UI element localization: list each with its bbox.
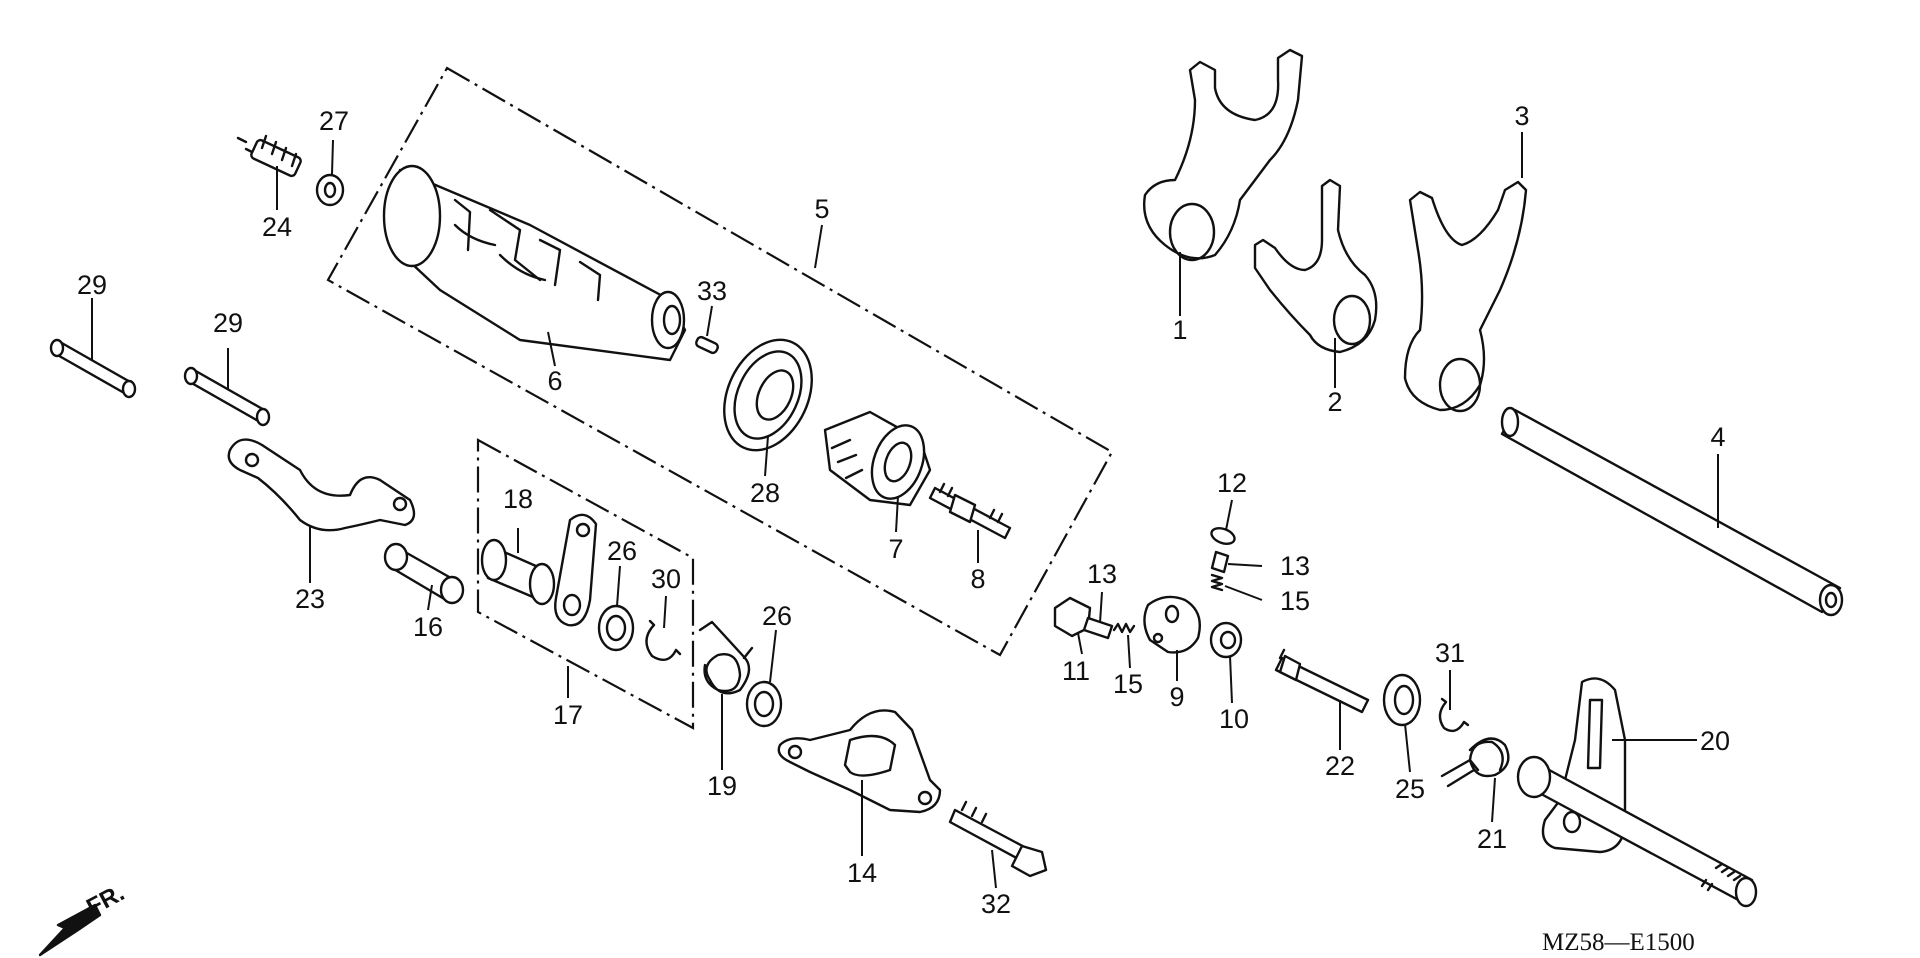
callout-17: 17 <box>553 700 583 730</box>
callout-4: 4 <box>1710 422 1725 452</box>
assembly-box-shift-drum <box>326 66 1114 657</box>
callout-30: 30 <box>651 564 681 594</box>
shift-fork-3-part <box>1403 180 1528 412</box>
callout-11: 11 <box>1062 656 1090 686</box>
fork-shaft-4-part <box>1500 406 1844 617</box>
callout-10: 10 <box>1219 704 1249 734</box>
callout-31: 31 <box>1435 638 1465 668</box>
callout-21: 21 <box>1477 824 1507 854</box>
plate-12-part <box>1210 527 1236 545</box>
shift-fork-1-part <box>1143 48 1304 260</box>
assembly-box-stopper-set <box>476 438 695 730</box>
callout-28: 28 <box>750 478 780 508</box>
callout-16: 16 <box>413 612 443 642</box>
callout-12: 12 <box>1217 468 1247 498</box>
callout-15a: 15 <box>1113 669 1143 699</box>
collar-10-part <box>1209 621 1243 659</box>
callout-18: 18 <box>503 484 533 514</box>
spring-15a-part <box>1112 622 1136 634</box>
washer-26a-part <box>597 604 635 652</box>
shift-drum-6-part <box>382 164 687 362</box>
spring-15b-part <box>1210 573 1224 592</box>
callout-26a: 26 <box>607 536 637 566</box>
callout-23: 23 <box>295 584 325 614</box>
callout-9: 9 <box>1169 682 1184 712</box>
pin-13b-part <box>1210 550 1230 574</box>
front-direction-arrow-icon <box>38 903 102 957</box>
callout-32: 32 <box>981 889 1011 919</box>
callout-33: 33 <box>697 276 727 306</box>
pin-33-part <box>695 335 719 355</box>
callout-3: 3 <box>1514 101 1529 131</box>
callout-2: 2 <box>1327 387 1342 417</box>
callout-labels: 1 2 3 4 5 6 7 8 9 10 11 12 13 13 15 15 1… <box>77 101 1730 919</box>
washer-26b-part <box>745 680 783 728</box>
callout-19: 19 <box>707 771 737 801</box>
dowel-pin-29a-part <box>49 338 137 399</box>
pivot-bolt-22-part <box>1274 648 1370 714</box>
leader-lines <box>91 132 1719 889</box>
pin-13a-part <box>1082 616 1114 640</box>
callout-13a: 13 <box>1087 559 1117 589</box>
callout-27: 27 <box>319 106 349 136</box>
callout-24: 24 <box>262 212 292 242</box>
neutral-switch-part <box>236 134 302 178</box>
callout-8: 8 <box>970 564 985 594</box>
spring-19-part <box>698 620 754 695</box>
callout-25: 25 <box>1395 774 1425 804</box>
callout-22: 22 <box>1325 751 1355 781</box>
callout-1: 1 <box>1172 315 1187 345</box>
shifter-9-part <box>1143 595 1202 654</box>
stopper-collar-18-part <box>480 538 556 606</box>
callout-14: 14 <box>847 858 877 888</box>
snap-ring-31-part <box>1438 697 1470 733</box>
callout-6: 6 <box>547 366 562 396</box>
washer-25-part <box>1382 673 1422 727</box>
washer-27-part <box>315 173 345 207</box>
spring-21-part <box>1440 737 1510 788</box>
drum-center-7-part <box>823 410 932 507</box>
collar-16-part <box>383 542 465 605</box>
diagram-code: MZ58—E1500 <box>1542 929 1695 956</box>
bearing-28-part <box>723 338 813 452</box>
bolt-32-part <box>948 800 1048 878</box>
callout-26b: 26 <box>762 601 792 631</box>
callout-29b: 29 <box>213 308 243 338</box>
callout-29a: 29 <box>77 270 107 300</box>
callout-20: 20 <box>1700 726 1730 756</box>
bracket-plate-23-part <box>227 438 416 532</box>
guide-plate-14-part <box>777 709 942 814</box>
gearshift-spindle-20-part <box>1516 677 1758 908</box>
bolt-8-part <box>928 482 1012 540</box>
callout-5: 5 <box>814 194 829 224</box>
callout-7: 7 <box>888 534 903 564</box>
dowel-pin-29b-part <box>183 366 271 427</box>
callout-15b: 15 <box>1280 586 1310 616</box>
shift-fork-2-part <box>1253 178 1378 354</box>
snap-ring-30-part <box>645 619 682 662</box>
callout-13b: 13 <box>1280 551 1310 581</box>
